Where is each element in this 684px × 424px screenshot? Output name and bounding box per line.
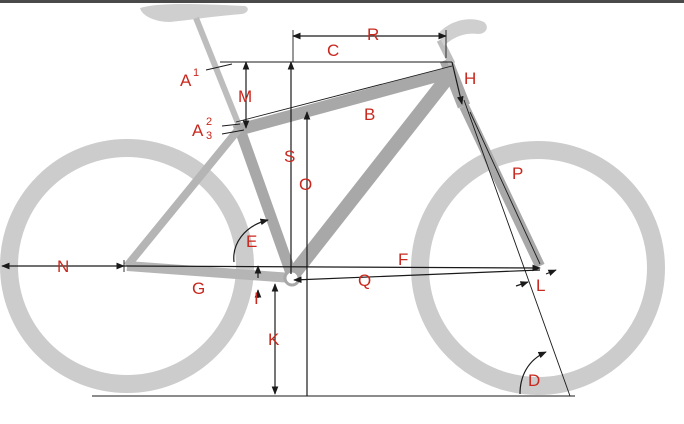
label-A23-main: A	[192, 121, 204, 140]
label-A23: A 2 3	[192, 116, 212, 142]
label-N: N	[57, 257, 69, 276]
label-C: C	[327, 41, 339, 60]
dim-leader-A23b	[221, 123, 241, 127]
label-A23-sup: 2	[206, 116, 212, 128]
label-D: D	[528, 371, 540, 390]
label-H: H	[464, 69, 476, 88]
fork	[459, 103, 545, 269]
label-G: G	[192, 279, 205, 298]
label-F: F	[398, 250, 408, 269]
dim-line-Q	[293, 269, 541, 284]
label-A23-sub: 3	[206, 130, 212, 142]
seat-tube	[232, 122, 298, 278]
top-bar	[0, 0, 684, 3]
label-I: I	[254, 289, 259, 308]
label-S: S	[284, 147, 295, 166]
label-A1-main: A	[180, 71, 192, 90]
label-O: O	[299, 175, 312, 194]
down-tube	[286, 67, 458, 281]
dim-line-L	[545, 269, 557, 276]
seat-post	[193, 16, 243, 130]
bottom-bracket	[283, 269, 301, 287]
chain-stay	[126, 261, 293, 283]
handlebar	[438, 19, 487, 46]
dim-line-L-b	[515, 281, 529, 288]
dim-line-P	[469, 111, 541, 265]
label-B: B	[364, 105, 375, 124]
dim-line-B	[235, 65, 453, 123]
dim-line-H	[451, 61, 464, 105]
seat-stay	[123, 127, 242, 269]
label-Q: Q	[358, 271, 371, 290]
label-A1: A 1	[180, 67, 199, 90]
label-P: P	[512, 164, 523, 183]
label-K: K	[268, 330, 280, 349]
dim-leader-A23	[221, 129, 245, 135]
dim-leader-A1	[205, 63, 233, 71]
saddle	[140, 4, 248, 22]
dim-line-F	[123, 264, 541, 272]
label-E: E	[246, 232, 257, 251]
label-R: R	[367, 25, 379, 44]
label-A1-sup: 1	[193, 67, 199, 79]
dim-line-D-axis	[463, 99, 571, 397]
label-L: L	[536, 276, 545, 295]
dim-arc-E	[233, 218, 269, 263]
top-tube	[236, 66, 454, 136]
dim-arc-D	[519, 351, 547, 395]
label-M: M	[238, 87, 252, 106]
